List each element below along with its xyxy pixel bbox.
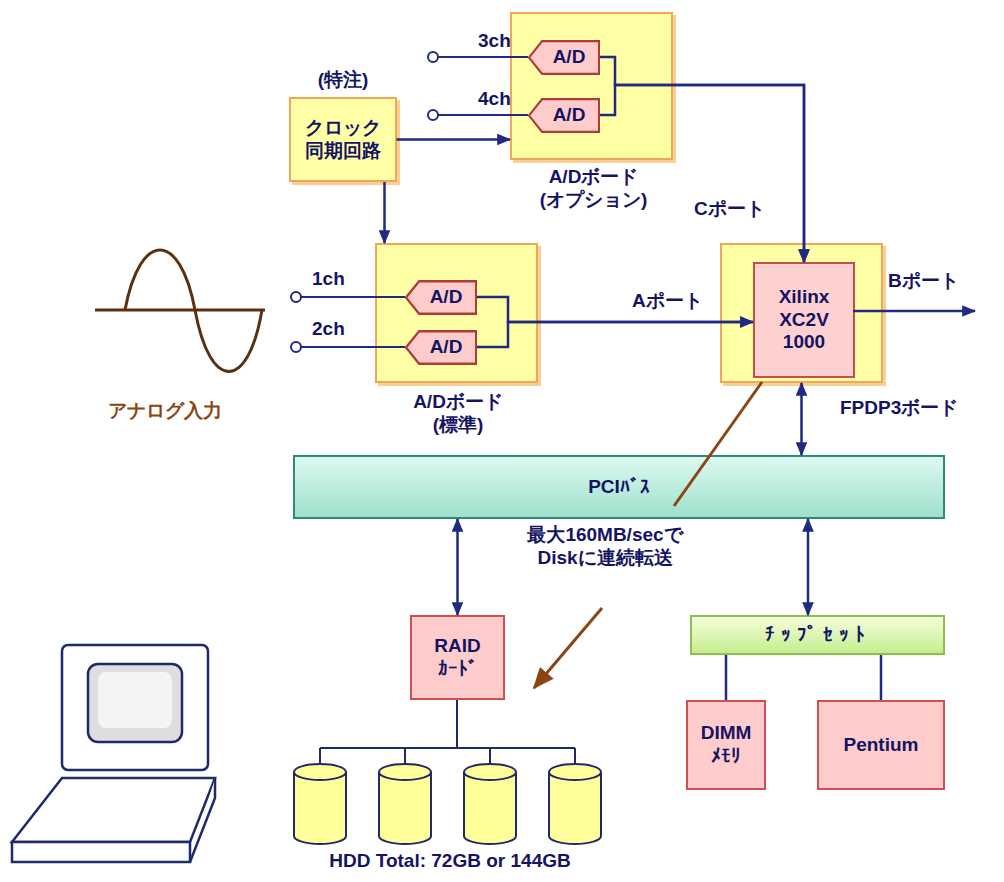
- computer-icon: [12, 842, 190, 862]
- hdd-cylinder: [464, 772, 516, 844]
- input-terminal: [291, 342, 301, 352]
- ad-chip-outline: [406, 331, 476, 364]
- box-text: クロック 同期回路: [298, 117, 388, 163]
- analog-sine-wave: [95, 309, 265, 312]
- connector-arrow: [397, 138, 511, 141]
- fpdp-board: FPDP3ボードXilinx XC2V 1000: [720, 243, 883, 383]
- annotation-label: 最大160MB/secで Diskに連続転送: [500, 524, 710, 570]
- analog-sine-wave: [125, 250, 262, 372]
- computer-icon: [98, 672, 172, 728]
- connector-arrow: [800, 383, 803, 455]
- pci-bus-band: PCIﾊﾞｽ: [293, 455, 945, 519]
- box-text: A/D: [420, 336, 463, 359]
- box-text: Xilinx XC2V 1000: [762, 286, 846, 354]
- hdd-cylinder: [294, 764, 346, 780]
- box-heading: FPDP3ボード: [840, 397, 958, 420]
- annotation-label: Bポート: [888, 270, 959, 293]
- connector-arrow: [725, 655, 728, 700]
- ad-converter: A/D: [528, 98, 600, 133]
- box-heading: A/Dボード (オプション): [502, 166, 685, 212]
- ad-chip-outline: [529, 99, 599, 132]
- analog-sine-wave: [95, 250, 265, 372]
- annotation-label: 3ch: [478, 30, 511, 53]
- input-terminal: [428, 110, 438, 120]
- ad-converter: A/D: [405, 330, 477, 365]
- computer-icon: [12, 778, 215, 842]
- ad-converter: A/D: [528, 40, 600, 75]
- box-text: Pentium: [844, 734, 919, 757]
- connector-group: [385, 57, 882, 700]
- computer-icon: [88, 664, 182, 742]
- box-heading: (特注): [291, 69, 396, 92]
- annotation-label: アナログ入力: [108, 400, 222, 423]
- chipset-band: ﾁｯﾌﾟｾｯﾄ: [690, 615, 945, 655]
- annotation-label: 2ch: [312, 318, 345, 341]
- hdd-cylinder: [549, 764, 601, 780]
- box-text: ﾁｯﾌﾟｾｯﾄ: [765, 624, 871, 647]
- box-text: A/D: [420, 286, 463, 309]
- hdd-cylinder: [379, 764, 431, 780]
- raid-card-box: RAID ｶｰﾄﾞ: [410, 615, 505, 700]
- memory-box: DIMM ﾒﾓﾘ: [686, 700, 766, 790]
- hdd-cylinder: [379, 772, 431, 844]
- computer-icon: [12, 645, 215, 862]
- annotation-label: 1ch: [312, 268, 345, 291]
- raid-tree-wire: [320, 700, 575, 766]
- input-terminal: [291, 52, 438, 352]
- cpu-box: Pentium: [817, 700, 945, 790]
- b-port-arrow: [853, 310, 975, 313]
- connector-arrow: [477, 322, 753, 347]
- port-label: Aポート: [630, 290, 705, 313]
- annotation-label: HDD Total: 72GB or 144GB: [250, 850, 650, 873]
- input-terminal-wire: [301, 57, 528, 347]
- connector-arrow: [600, 85, 804, 262]
- input-terminal: [428, 52, 438, 62]
- input-terminal: [291, 292, 301, 302]
- transfer-leader: [674, 382, 762, 506]
- box-text: DIMM ﾒﾓﾘ: [695, 722, 757, 768]
- connector-arrow: [880, 655, 883, 700]
- raid-tree-wire: [320, 700, 575, 766]
- box-text: PCIﾊﾞｽ: [588, 476, 650, 499]
- computer-icon: [190, 778, 215, 862]
- connector-arrow: [383, 182, 386, 243]
- hdd-cylinder: [294, 764, 601, 844]
- connector-arrow: [807, 519, 810, 615]
- ad-chip-outline: [406, 281, 476, 314]
- input-terminal-wire: [301, 57, 528, 347]
- ad-chip-outline: [529, 41, 599, 74]
- ad-converter: A/D: [405, 280, 477, 315]
- annotation-label: 4ch: [478, 88, 511, 111]
- connector-arrow: [600, 57, 804, 262]
- box-heading: A/Dボード (標準): [393, 391, 523, 437]
- transfer-leader: [534, 608, 602, 688]
- hdd-cylinder: [294, 772, 346, 844]
- box-text: RAID ｶｰﾄﾞ: [423, 635, 493, 681]
- connector-arrow: [477, 297, 753, 322]
- ad-board: A/Dボード (標準)A/DA/D: [375, 243, 538, 383]
- fpga-box: Xilinx XC2V 1000: [753, 262, 855, 378]
- port-label: Cポート: [692, 198, 767, 221]
- hdd-cylinder: [464, 764, 516, 780]
- b-port-arrow: [853, 310, 975, 313]
- box-text: A/D: [543, 104, 586, 127]
- connector-arrow: [456, 519, 459, 615]
- computer-icon: [62, 645, 208, 770]
- hdd-cylinder: [549, 772, 601, 844]
- clock-sync-box: (特注)クロック 同期回路: [289, 97, 397, 182]
- box-text: A/D: [543, 46, 586, 69]
